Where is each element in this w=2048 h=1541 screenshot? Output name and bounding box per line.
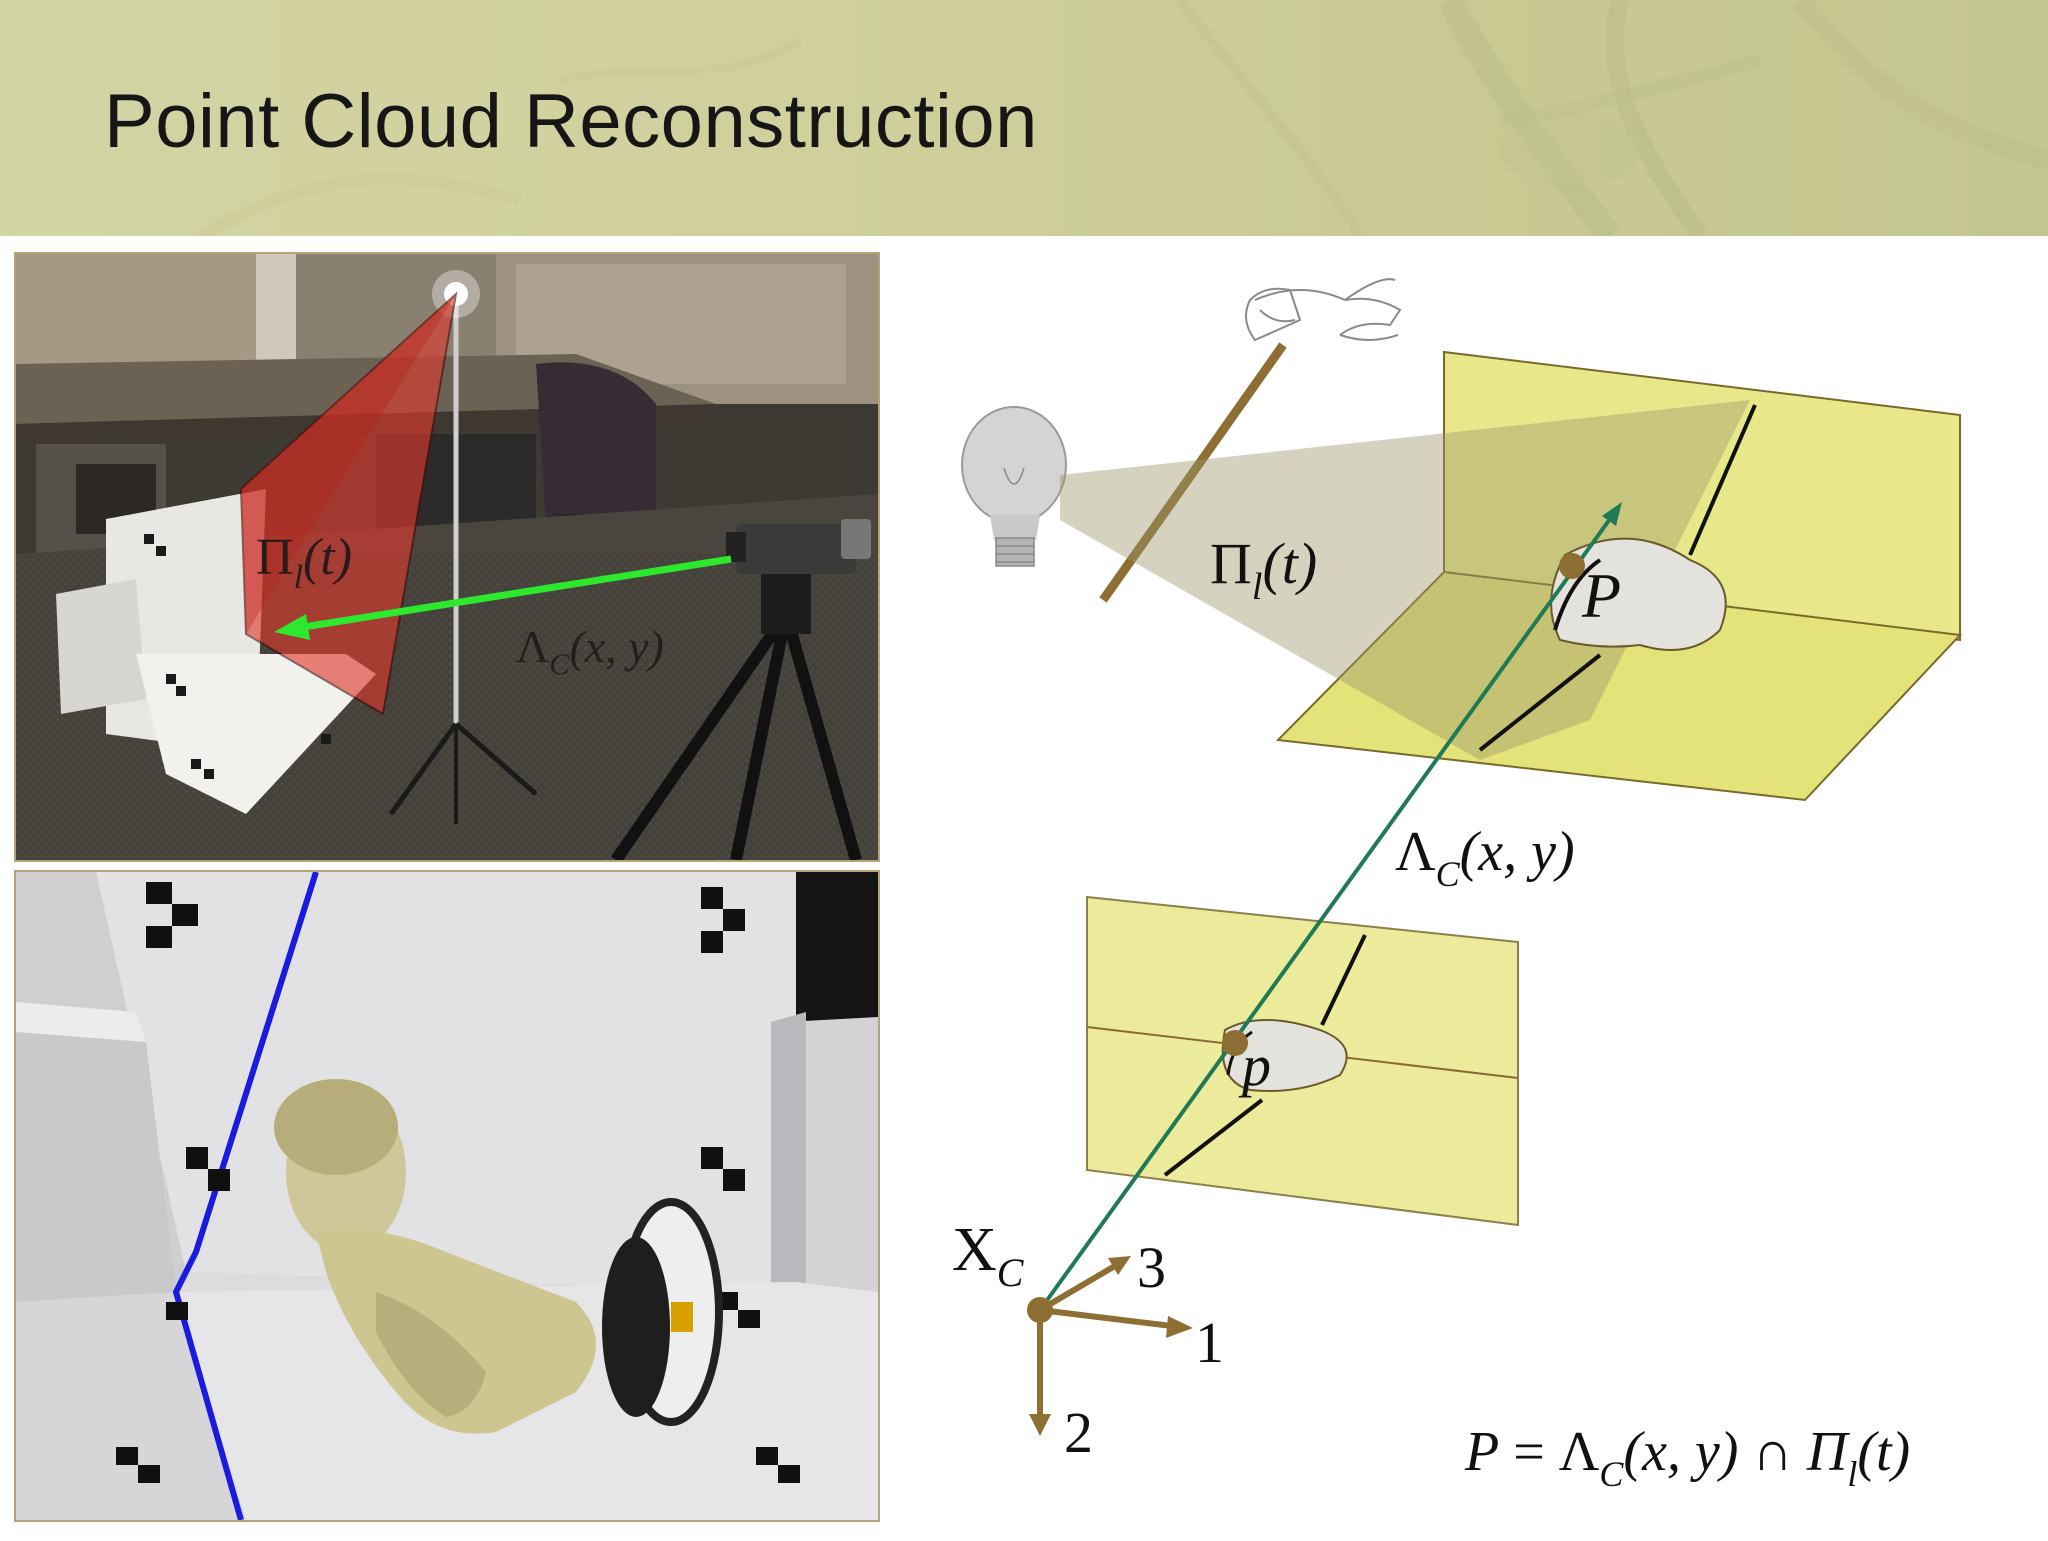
world-point-marker (1559, 553, 1585, 579)
slide-title: Point Cloud Reconstruction (104, 79, 1038, 164)
scan-markers (116, 882, 800, 1483)
axis-1-label: 1 (1195, 1310, 1224, 1375)
header-background-art (197, 0, 2048, 236)
geometry-diagram-svg: Πl(t) P p ΛC(x, y) XC 3 1 2 P = ΛC(x, y)… (952, 278, 1963, 1494)
diagram-plane-label: Πl(t) (1210, 531, 1317, 608)
viewing-ray (1038, 510, 1617, 1312)
light-bulb-icon (961, 406, 1067, 567)
camera-label: XC (952, 1216, 1025, 1295)
diagram-ray-label: ΛC(x, y) (1395, 821, 1575, 894)
geometry-diagram: Πl(t) P p ΛC(x, y) XC 3 1 2 P = ΛC(x, y)… (900, 250, 2048, 1536)
axis-3-label: 3 (1137, 1235, 1166, 1300)
light-plane (1060, 400, 1750, 760)
image-point-label: p (1238, 1033, 1271, 1098)
photo-ray-label: ΛC(x, y) (516, 621, 664, 681)
hand-illustration (1245, 278, 1402, 342)
photo-plane-label: Πl(t) (256, 529, 352, 596)
image-point-marker (1222, 1030, 1248, 1056)
camera-ray (290, 555, 732, 633)
wand (1099, 342, 1287, 603)
calibration-markers (144, 534, 331, 779)
scan-line (172, 872, 319, 1520)
laser-plane (239, 291, 458, 716)
world-object (1550, 537, 1727, 651)
setup-photo: Πl(t) ΛC(x, y) (14, 252, 880, 862)
intersection-equation: P = ΛC(x, y) ∩ Πl(t) (1464, 1421, 1910, 1494)
axis-2-label: 2 (1064, 1400, 1093, 1465)
scan-photo-drawing (16, 872, 878, 1520)
image-object (1221, 1019, 1348, 1092)
slide-header: Point Cloud Reconstruction (0, 0, 2048, 236)
setup-photo-drawing: Πl(t) ΛC(x, y) (16, 254, 878, 860)
scan-photo (14, 870, 880, 1522)
world-point-label: P (1581, 560, 1621, 631)
